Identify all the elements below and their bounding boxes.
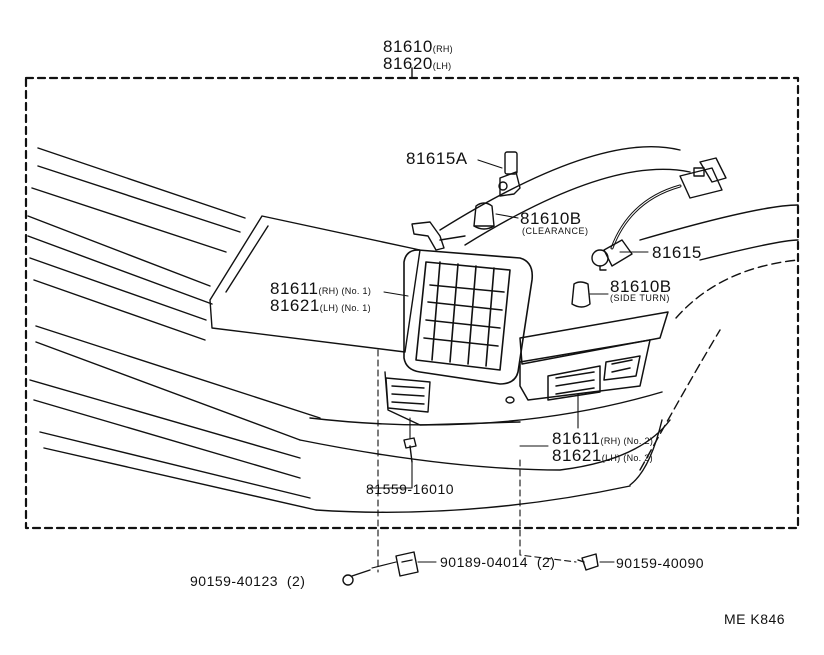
corner-lamp-lens-no1	[403, 249, 534, 385]
lens-no1-lh-tag: (LH) (No. 1)	[319, 303, 371, 313]
label-bulb-clearance-note: (CLEARANCE)	[522, 226, 589, 236]
side-marker-lamp	[385, 377, 515, 413]
socket-81615a	[498, 151, 521, 197]
label-bulb-side-turn-note: (SIDE TURN)	[610, 293, 670, 303]
lens-no2-rh-number: 81611	[552, 429, 601, 448]
assembly-number-lh: 81620(LH)	[383, 55, 451, 72]
label-clip-nut: 90189-04014 (2)	[440, 555, 555, 569]
body-panel-outline	[27, 145, 799, 511]
clip-nut-90189	[395, 551, 419, 577]
assembly-boundary	[24, 76, 800, 530]
label-lens-no1-lh: 81621(LH) (No. 1)	[270, 297, 371, 314]
lens-no1-rh-number: 81611	[270, 279, 319, 298]
label-screw-center: 81559-16010	[366, 481, 455, 497]
lens-no2-lh-tag: (LH) (No. 2)	[601, 453, 653, 463]
label-bulb-side-turn: 81610B	[610, 277, 672, 296]
assembly-suffix-lh: (LH)	[432, 61, 452, 71]
lens-bracket	[411, 221, 466, 251]
lens-no1-rh-tag: (RH) (No. 1)	[318, 286, 372, 296]
bulb-clearance	[473, 202, 495, 230]
socket-81615	[591, 239, 633, 271]
label-screw-left: 90159-40123 (2)	[190, 574, 305, 588]
screw-81559	[403, 437, 417, 463]
lens-no2-lh-number: 81621	[552, 446, 602, 465]
clip-nut-qty: (2)	[536, 554, 556, 570]
screw-90159-40123	[342, 569, 371, 586]
screw-left-number: 90159-40123	[190, 573, 279, 589]
figure-code: ME K846	[724, 611, 786, 627]
assembly-number-rh: 81610(RH)	[383, 38, 453, 55]
label-socket-a: 81615A	[406, 149, 468, 168]
assembly-number-rh-text: 81610	[383, 37, 433, 56]
headlamp	[209, 215, 421, 353]
label-lens-no2-lh: 81621(LH) (No. 2)	[552, 447, 653, 464]
label-socket: 81615	[652, 243, 702, 262]
screw-90159-40090	[577, 553, 599, 571]
bulb-side-turn	[571, 281, 591, 308]
wire-harness	[610, 157, 727, 250]
label-lens-no1-rh: 81611(RH) (No. 1)	[270, 280, 371, 297]
lens-no2-rh-tag: (RH) (No. 2)	[600, 436, 654, 446]
assembly-suffix-rh: (RH)	[432, 44, 453, 54]
screw-left-qty: (2)	[286, 573, 306, 589]
label-lens-no2-rh: 81611(RH) (No. 2)	[552, 430, 653, 447]
label-screw-right: 90159-40090	[616, 555, 705, 571]
assembly-number-lh-text: 81620	[383, 54, 433, 73]
label-bulb-clearance: 81610B	[520, 209, 582, 228]
clip-nut-number: 90189-04014	[440, 554, 529, 570]
corner-lamp-lens-no2	[519, 311, 669, 401]
lens-no1-lh-number: 81621	[270, 296, 320, 315]
leader-lines	[369, 159, 649, 573]
